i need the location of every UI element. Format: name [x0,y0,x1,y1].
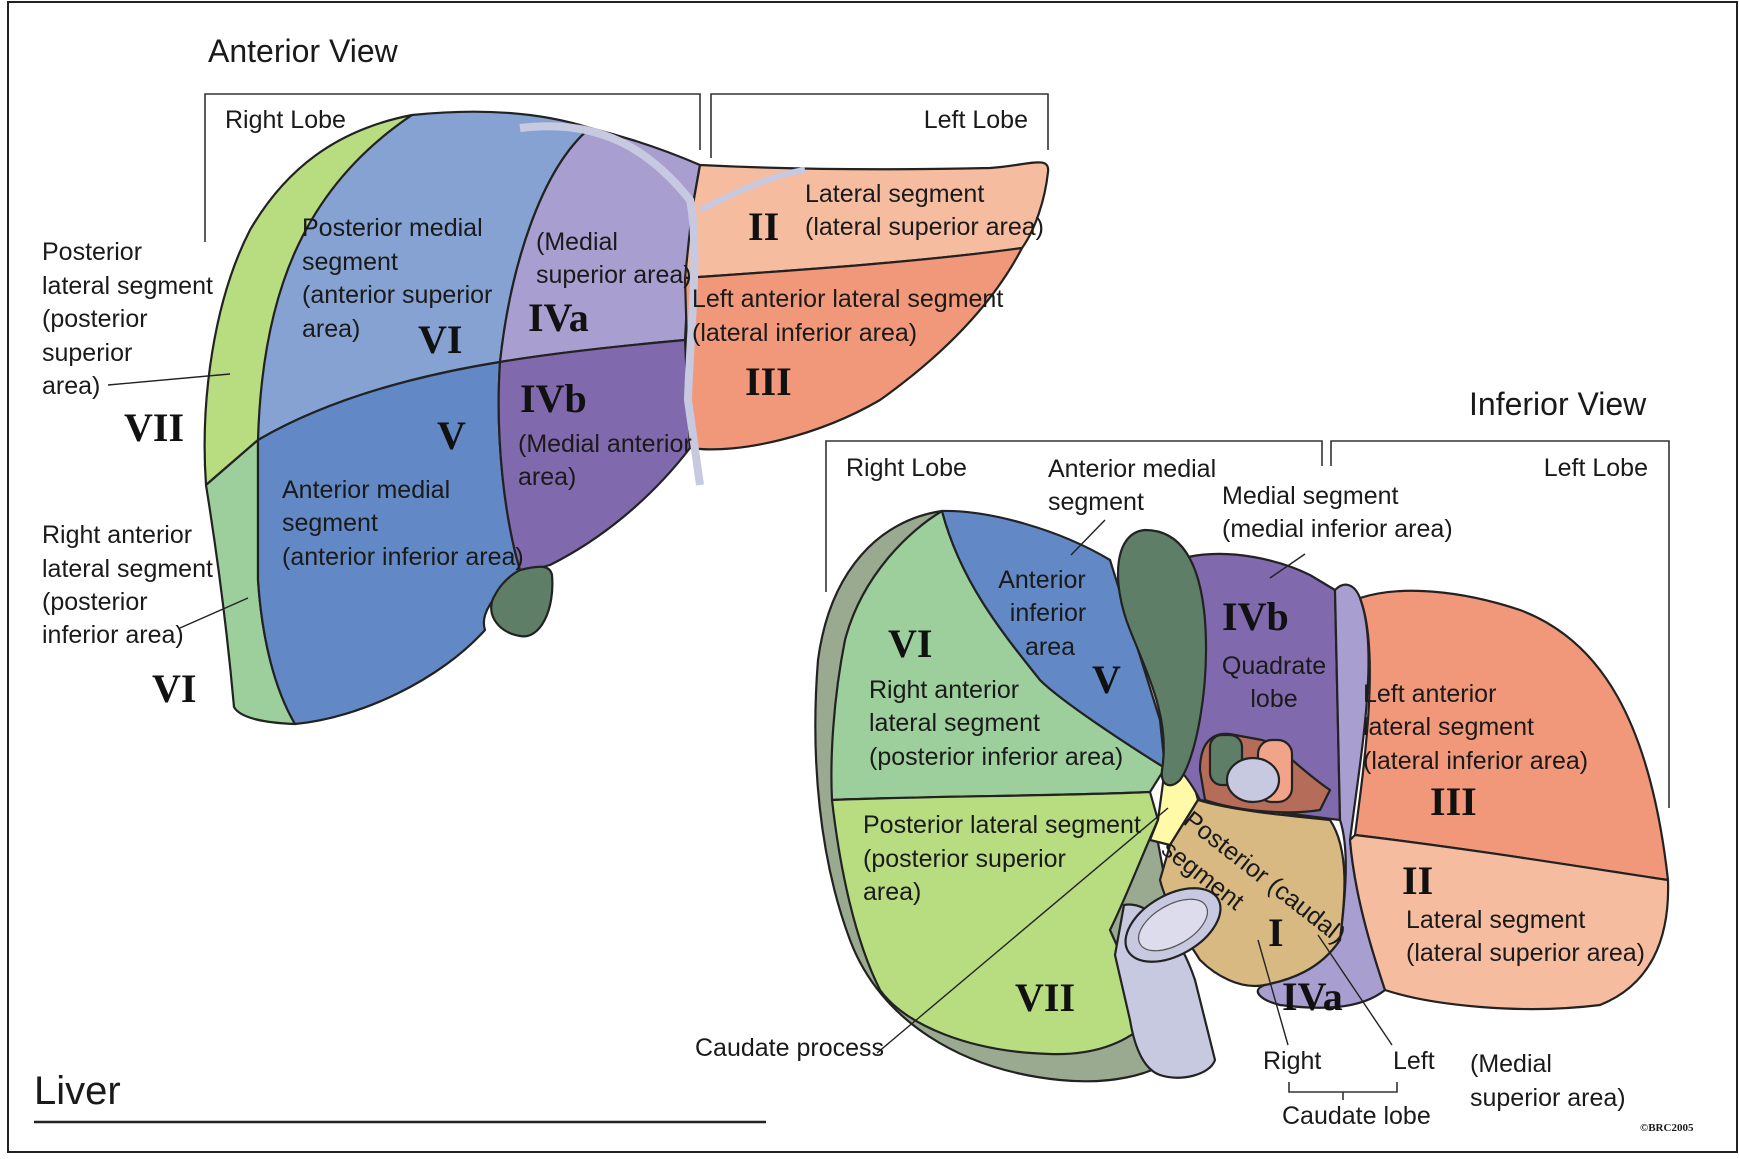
medial-superior-line-2: superior area) [1470,1084,1626,1112]
copyright-mark: ©BRC2005 [1640,1122,1694,1134]
iii-desc-line-2: (lateral inferior area) [692,319,917,347]
inferior-medial-callout: Medial segment (medial inferior area) [1222,482,1453,543]
posterior-medial-line-4: area) [302,315,360,343]
inferior-vi-line-3: (posterior inferior area) [869,743,1123,771]
anterior-ivb-number: IVb [520,376,587,421]
inferior-caudate-lobe-label: Caudate lobe [1282,1102,1431,1130]
inferior-view: Inferior View Right Lobe Left Lobe [695,386,1669,1130]
anterior-vi-desc-line-1: Right anterior [42,521,192,549]
anterior-vii-desc-line-2: lateral segment [42,272,213,300]
inferior-vii-line-1: Posterior lateral segment [863,811,1141,839]
left-ant-line-1: Left anterior [1363,680,1496,708]
inferior-caudate-left-label: Left [1393,1047,1435,1075]
portal-vein [1227,758,1279,802]
anterior-v-number: V [437,413,466,458]
inferior-right-lobe-label: Right Lobe [846,454,967,482]
medial-callout-line-1: Medial segment [1222,482,1399,510]
ivb-desc-line-1: (Medial anterior [518,430,692,458]
posterior-medial-line-1: Posterior medial [302,214,483,242]
diagram-title: Liver [34,1069,121,1113]
inferior-v-number: V [1092,657,1121,702]
anterior-medial-line-1: Anterior medial [282,476,450,504]
anterior-ii-number: II [748,204,779,249]
anterior-vii-desc-line-1: Posterior [42,238,142,266]
left-ant-line-3: (lateral inferior area) [1363,747,1588,775]
anterior-vi-description: Right anterior lateral segment (posterio… [42,521,213,649]
anterior-vi-number: VI [152,666,196,711]
inferior-caudate-lobe-bracket [1289,1082,1397,1100]
inferior-vii-number: VII [1015,975,1075,1020]
anterior-medial-line-3: (anterior inferior area) [282,543,524,571]
inferior-i-number: I [1268,910,1284,955]
inferior-caudate-right-label: Right [1263,1047,1321,1075]
inferior-vi-line-2: lateral segment [869,709,1040,737]
inferior-ii-line-2: (lateral superior area) [1406,939,1645,967]
inferior-vi-number: VI [888,621,932,666]
inferior-anterior-medial-callout: Anterior medial segment [1048,455,1216,516]
anterior-vi-desc-line-2: lateral segment [42,555,213,583]
inferior-view-title: Inferior View [1469,386,1647,422]
ant-medial-callout-line-2: segment [1048,488,1144,516]
iva-desc-line-1: (Medial [536,228,618,256]
quadrate-line-1: Quadrate [1222,652,1326,680]
anterior-vii-description: Posterior lateral segment (posterior sup… [42,238,213,400]
anterior-vii-desc-line-4: superior [42,339,132,367]
anterior-vi-desc-line-3: (posterior [42,588,148,616]
anterior-view-title: Anterior View [208,33,399,69]
inferior-left-lobe-label: Left Lobe [1544,454,1648,482]
iva-desc-line-2: superior area) [536,261,692,289]
inferior-caudate-process-label: Caudate process [695,1034,884,1062]
posterior-medial-line-3: (anterior superior [302,281,492,309]
ant-medial-callout-line-1: Anterior medial [1048,455,1216,483]
inferior-iva-number: IVa [1282,974,1343,1019]
anterior-iva-number: IVa [528,295,589,340]
anterior-medial-line-2: segment [282,509,378,537]
left-ant-line-2: lateral segment [1363,713,1534,741]
quadrate-line-2: lobe [1250,685,1297,713]
inferior-ii-number: II [1402,858,1433,903]
medial-superior-line-1: (Medial [1470,1050,1552,1078]
inferior-vii-line-2: (posterior superior [863,845,1066,873]
ant-inf-line-1: Anterior [998,566,1086,594]
iii-desc-line-1: Left anterior lateral segment [692,285,1003,313]
anterior-segment-iii [685,248,1022,449]
inferior-ii-line-1: Lateral segment [1406,906,1585,934]
anterior-vii-number: VII [124,405,184,450]
anterior-vi-desc-line-4: inferior area) [42,621,184,649]
ant-inf-line-2: inferior [1010,599,1086,627]
inferior-vi-line-1: Right anterior [869,676,1019,704]
anterior-vii-desc-line-5: area) [42,372,100,400]
medial-callout-line-2: (medial inferior area) [1222,515,1453,543]
ivb-desc-line-2: area) [518,463,576,491]
posterior-medial-line-2: segment [302,248,398,276]
anterior-left-lobe-label: Left Lobe [924,106,1028,134]
anterior-right-lobe-label: Right Lobe [225,106,346,134]
anterior-iii-number: III [745,359,792,404]
anterior-vii-desc-line-3: (posterior [42,305,148,333]
anterior-posterior-medial-number: VI [418,317,462,362]
inferior-medial-superior-label: (Medial superior area) [1470,1050,1626,1112]
ii-desc-line-1: Lateral segment [805,180,984,208]
inferior-vii-line-3: area) [863,878,921,906]
inferior-ivb-number: IVb [1222,594,1289,639]
ant-inf-line-3: area [1025,633,1075,661]
ii-desc-line-2: (lateral superior area) [805,213,1044,241]
inferior-iii-number: III [1430,779,1477,824]
